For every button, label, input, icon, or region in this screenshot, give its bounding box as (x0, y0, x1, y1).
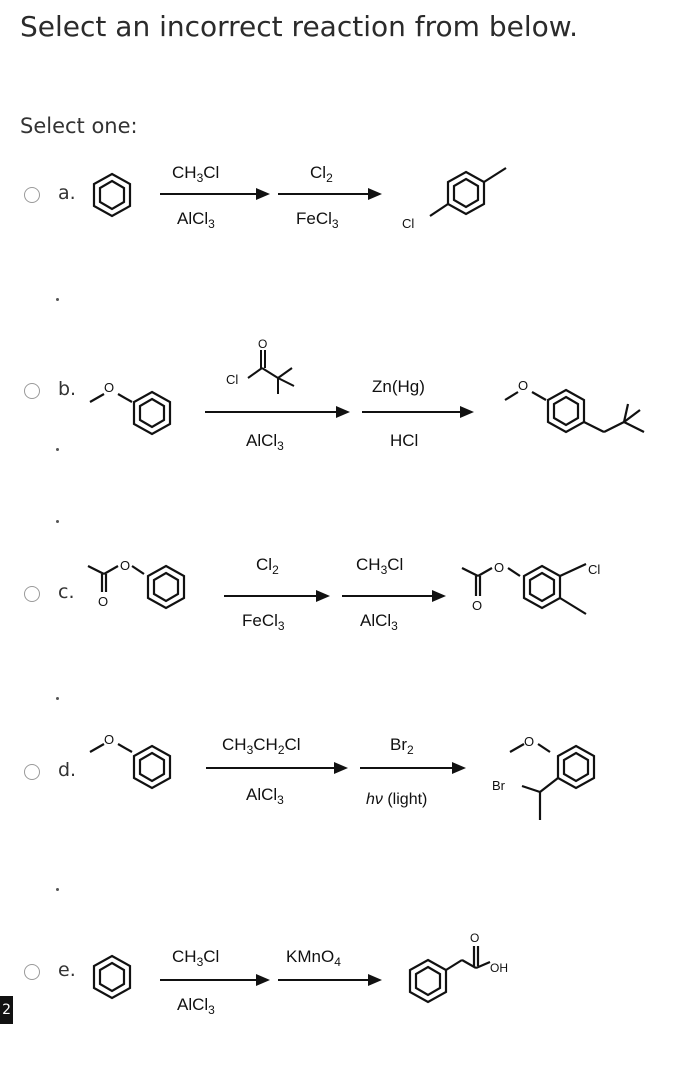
svg-text:O: O (524, 734, 534, 749)
svg-text:CH3CH2Cl: CH3CH2Cl (222, 735, 301, 757)
svg-text:Cl: Cl (226, 372, 238, 387)
arrow-icon (460, 406, 474, 418)
svg-text:O: O (258, 337, 267, 351)
anisole-icon (89, 390, 172, 436)
pivaloyl-chloride-icon (247, 350, 295, 394)
svg-text:OH: OH (490, 961, 508, 975)
svg-text:KMnO4: KMnO4 (286, 947, 341, 969)
reagent-a1-top: CH3Cl (172, 163, 219, 185)
radio-option-a[interactable] (24, 187, 40, 203)
svg-text:Br2: Br2 (390, 735, 414, 757)
reagent-a1-bottom: AlCl3 (177, 209, 215, 231)
reaction-a: CH3Cl AlCl3 Cl2 FeCl3 Cl (92, 163, 507, 231)
benzene-ring-icon (92, 172, 132, 218)
phenyl-acetate-icon (87, 564, 186, 610)
product-ring-icon (429, 167, 507, 217)
svg-text:HCl: HCl (390, 431, 418, 450)
svg-text:O: O (472, 598, 482, 613)
option-e[interactable]: e. CH3Cl AlCl3 KMnO4 O OH (0, 910, 692, 1070)
svg-text:AlCl3: AlCl3 (246, 785, 284, 807)
separator-dot (56, 298, 59, 301)
reaction-e: CH3Cl AlCl3 KMnO4 O OH (92, 931, 508, 1017)
anisole-icon (89, 743, 172, 790)
radio-option-e[interactable] (24, 964, 40, 980)
option-b[interactable]: b. O O Cl AlCl3 Zn(Hg) HCl (0, 330, 692, 490)
svg-text:O: O (470, 931, 479, 945)
product-ring-icon (509, 743, 596, 820)
product-ring-icon (504, 388, 645, 434)
product-ring-icon (461, 563, 587, 615)
option-c[interactable]: c. O O Cl2 FeCl3 CH3Cl AlCl3 (0, 540, 692, 700)
reagent-a2-top: Cl2 (310, 163, 333, 185)
svg-text:O: O (104, 380, 114, 395)
option-a-letter: a. (58, 182, 76, 204)
option-b-letter: b. (58, 378, 77, 400)
option-d[interactable]: d. O CH3CH2Cl AlCl3 Br2 hν (light) O (0, 720, 692, 880)
arrow-icon (368, 188, 382, 200)
separator-dot (56, 520, 59, 523)
option-a[interactable]: a. CH3Cl AlCl3 Cl2 FeCl3 Cl (0, 150, 692, 310)
svg-text:FeCl3: FeCl3 (242, 611, 285, 633)
svg-text:Cl2: Cl2 (256, 555, 279, 577)
arrow-icon (334, 762, 348, 774)
product-ring-icon (408, 946, 491, 1004)
corner-badge: 2 (0, 996, 13, 1024)
svg-text:Cl: Cl (588, 562, 600, 577)
separator-dot (56, 888, 59, 891)
separator-dot (56, 448, 59, 451)
arrow-icon (256, 188, 270, 200)
svg-text:Zn(Hg): Zn(Hg) (372, 377, 425, 396)
reagent-a2-bottom: FeCl3 (296, 209, 339, 231)
benzene-ring-icon (92, 954, 132, 1000)
arrow-icon (368, 974, 382, 986)
svg-text:O: O (120, 558, 130, 573)
option-e-letter: e. (58, 959, 76, 981)
svg-text:Br: Br (492, 778, 506, 793)
svg-text:AlCl3: AlCl3 (177, 995, 215, 1017)
radio-option-b[interactable] (24, 383, 40, 399)
reaction-d: O CH3CH2Cl AlCl3 Br2 hν (light) O Br (89, 732, 596, 820)
arrow-icon (432, 590, 446, 602)
arrow-icon (452, 762, 466, 774)
arrow-icon (336, 406, 350, 418)
svg-text:AlCl3: AlCl3 (360, 611, 398, 633)
radio-option-d[interactable] (24, 764, 40, 780)
separator-dot (56, 697, 59, 700)
option-d-letter: d. (58, 759, 77, 781)
product-a-label-cl: Cl (402, 216, 414, 231)
reaction-b: O O Cl AlCl3 Zn(Hg) HCl (89, 337, 645, 453)
svg-text:O: O (494, 560, 504, 575)
svg-text:O: O (518, 378, 528, 393)
option-c-letter: c. (58, 581, 75, 603)
svg-text:O: O (104, 732, 114, 747)
question-prompt: Select an incorrect reaction from below. (20, 10, 578, 43)
arrow-icon (256, 974, 270, 986)
svg-text:CH3Cl: CH3Cl (172, 947, 219, 969)
reaction-c: O O Cl2 FeCl3 CH3Cl AlCl3 O O Cl (87, 555, 600, 633)
svg-text:O: O (98, 594, 108, 609)
svg-text:AlCl3: AlCl3 (246, 431, 284, 453)
svg-text:hν (light): hν (light) (366, 791, 427, 808)
radio-option-c[interactable] (24, 586, 40, 602)
arrow-icon (316, 590, 330, 602)
svg-text:CH3Cl: CH3Cl (356, 555, 403, 577)
select-one-label: Select one: (20, 114, 138, 138)
